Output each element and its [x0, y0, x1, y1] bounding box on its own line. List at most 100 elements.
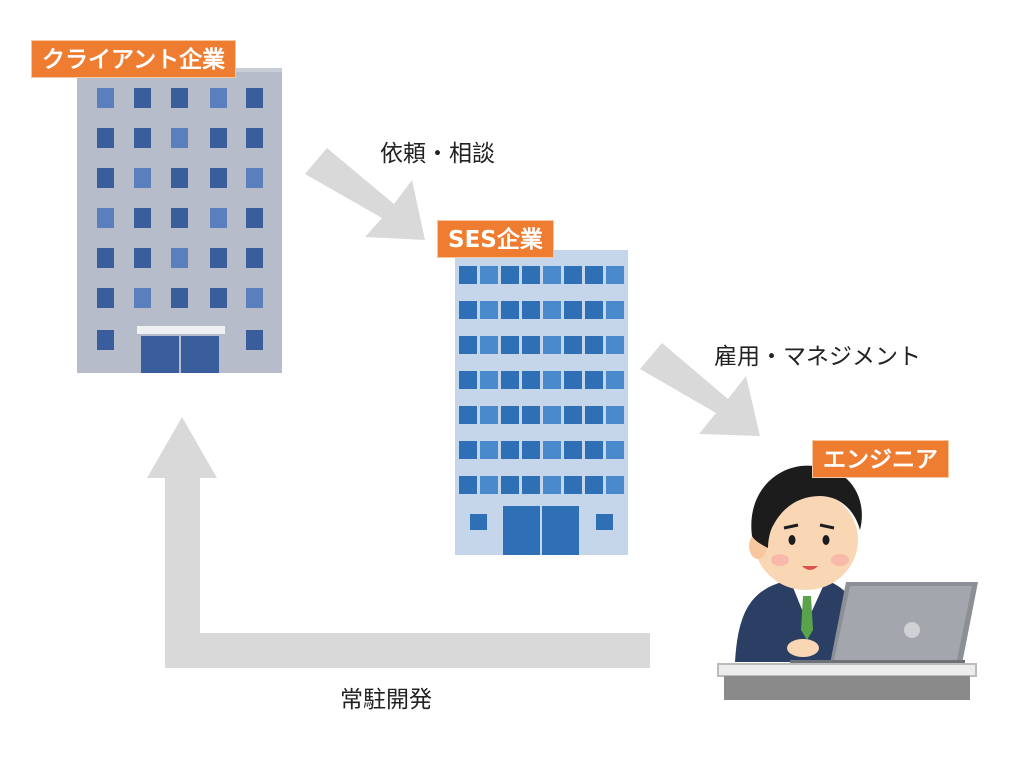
window: [246, 168, 263, 188]
window: [459, 476, 477, 494]
window: [522, 336, 540, 354]
window: [171, 248, 188, 268]
window: [585, 371, 603, 389]
window: [564, 476, 582, 494]
window: [522, 476, 540, 494]
window: [134, 208, 151, 228]
window: [246, 248, 263, 268]
window: [501, 266, 519, 284]
window: [171, 288, 188, 308]
window: [564, 371, 582, 389]
window: [210, 288, 227, 308]
window: [606, 476, 624, 494]
window: [246, 330, 263, 350]
employment-management-label: 雇用・マネジメント: [714, 344, 921, 370]
window: [134, 88, 151, 108]
window: [585, 476, 603, 494]
window: [585, 406, 603, 424]
window: [459, 301, 477, 319]
window: [585, 441, 603, 459]
window: [543, 336, 561, 354]
window: [543, 266, 561, 284]
window: [480, 336, 498, 354]
arrow-client-to-ses: [305, 148, 425, 240]
window: [171, 128, 188, 148]
ses-building-icon: [455, 250, 628, 555]
window: [134, 248, 151, 268]
window: [134, 128, 151, 148]
window: [501, 476, 519, 494]
window: [480, 441, 498, 459]
window: [606, 266, 624, 284]
window: [459, 406, 477, 424]
window: [522, 441, 540, 459]
window: [480, 476, 498, 494]
client-building-icon: [77, 68, 282, 373]
window: [480, 301, 498, 319]
window: [606, 371, 624, 389]
window: [97, 330, 114, 350]
onsite-development-label: 常駐開発: [340, 687, 432, 713]
window: [606, 336, 624, 354]
window: [210, 208, 227, 228]
window: [585, 266, 603, 284]
window: [246, 208, 263, 228]
arrow-ses-to-engineer: [640, 343, 760, 436]
window: [543, 476, 561, 494]
window: [543, 301, 561, 319]
window: [171, 208, 188, 228]
window: [210, 88, 227, 108]
window: [501, 336, 519, 354]
window: [97, 208, 114, 228]
window: [501, 371, 519, 389]
request-consultation-label: 依頼・相談: [380, 141, 495, 167]
window: [171, 88, 188, 108]
window: [459, 336, 477, 354]
window: [210, 248, 227, 268]
window: [606, 406, 624, 424]
window: [459, 371, 477, 389]
window: [459, 266, 477, 284]
window: [585, 336, 603, 354]
window: [480, 266, 498, 284]
window: [564, 301, 582, 319]
engineer-at-laptop-icon: [717, 465, 978, 700]
window: [522, 266, 540, 284]
window: [606, 301, 624, 319]
window: [522, 406, 540, 424]
window: [246, 88, 263, 108]
window: [480, 371, 498, 389]
window: [97, 128, 114, 148]
window: [564, 406, 582, 424]
window: [564, 336, 582, 354]
window: [134, 168, 151, 188]
window: [543, 441, 561, 459]
window: [97, 288, 114, 308]
window: [97, 248, 114, 268]
window: [210, 128, 227, 148]
window: [543, 371, 561, 389]
ses-company-badge: SES企業: [437, 220, 554, 258]
window: [246, 288, 263, 308]
window: [564, 441, 582, 459]
window: [171, 168, 188, 188]
arrow-engineer-to-client: [147, 417, 650, 668]
engineer-badge: エンジニア: [812, 440, 949, 478]
window: [585, 301, 603, 319]
window: [480, 406, 498, 424]
window: [522, 371, 540, 389]
window: [97, 168, 114, 188]
client-company-badge: クライアント企業: [31, 40, 237, 78]
window: [564, 266, 582, 284]
window: [501, 301, 519, 319]
window: [501, 441, 519, 459]
window: [246, 128, 263, 148]
window: [134, 288, 151, 308]
window: [459, 441, 477, 459]
window: [501, 406, 519, 424]
window: [522, 301, 540, 319]
window: [97, 88, 114, 108]
window: [543, 406, 561, 424]
window: [210, 168, 227, 188]
